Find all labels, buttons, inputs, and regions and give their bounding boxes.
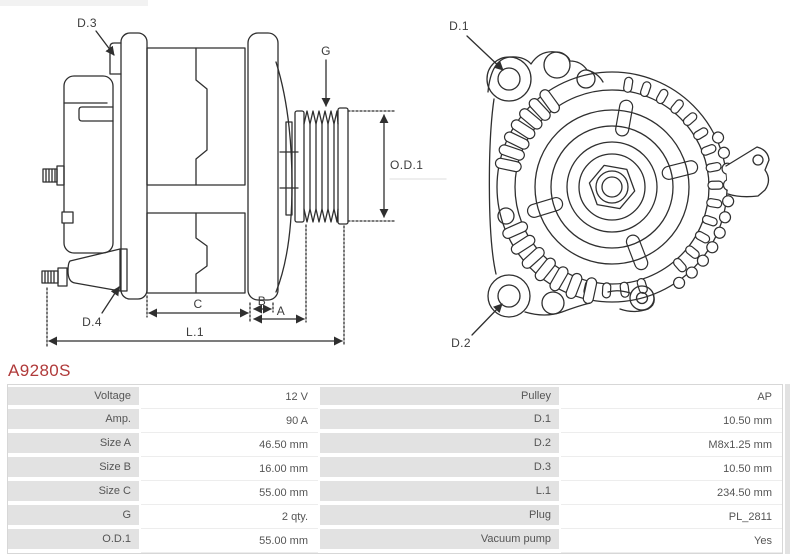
spec-label: D.3 [318, 457, 561, 481]
spec-label: Vacuum pump [318, 529, 561, 553]
leader-d4 [101, 286, 120, 314]
spec-label: D.2 [318, 433, 561, 457]
table-row: Amp. 90 A D.1 10.50 mm [8, 409, 782, 433]
mounting-hole-d2 [497, 284, 521, 308]
leader-d1 [466, 35, 504, 71]
threaded-stud-upper [42, 165, 65, 186]
table-row: Voltage 12 V Pulley AP [8, 385, 782, 409]
dim-label-d4: D.4 [82, 315, 102, 329]
pulley [294, 107, 349, 225]
technical-diagram: D.3 G O.D.1 D.4 C B A L.1 [41, 16, 770, 350]
part-number: A9280S [8, 361, 71, 380]
spec-value: AP [561, 385, 782, 409]
dim-label-g: G [321, 44, 331, 58]
adjusting-lug [725, 146, 770, 198]
spec-value: 46.50 mm [141, 433, 318, 457]
dim-label-od1: O.D.1 [390, 158, 423, 172]
spec-value: 12 V [141, 385, 318, 409]
table-edge-strip [785, 384, 790, 554]
spec-label: Size A [8, 433, 141, 457]
spec-value: 55.00 mm [141, 529, 318, 553]
spec-value: 16.00 mm [141, 457, 318, 481]
rear-bracket [109, 32, 148, 300]
dim-label-l1: L.1 [186, 325, 204, 339]
extension-lines [46, 224, 345, 347]
housing-ring [496, 71, 770, 303]
spec-label: Size C [8, 481, 141, 505]
dim-label-d2: D.2 [451, 336, 471, 350]
spec-value: PL_2811 [561, 505, 782, 529]
mounting-hole-d1 [497, 67, 521, 91]
rear-housing [61, 75, 114, 254]
dim-label-a: A [277, 304, 285, 318]
spec-value: 10.50 mm [561, 457, 782, 481]
scan-artifact [0, 0, 148, 6]
spec-label: Plug [318, 505, 561, 529]
pulley-hub [534, 109, 690, 265]
dim-label-c: C [193, 297, 202, 311]
table-row: O.D.1 55.00 mm Vacuum pump Yes [8, 529, 782, 553]
leader-d3 [95, 30, 115, 56]
dim-label-d3: D.3 [77, 16, 97, 30]
leader-d2 [471, 303, 503, 336]
spec-value: 2 qty. [141, 505, 318, 529]
alternator-front-view [466, 35, 770, 336]
spec-label: Size B [8, 457, 141, 481]
alternator-side-view [41, 30, 447, 347]
table-row: G 2 qty. Plug PL_2811 [8, 505, 782, 529]
table-row: Size B 16.00 mm D.3 10.50 mm [8, 457, 782, 481]
mounting-bracket [486, 51, 655, 318]
mounting-ear-d4 [41, 248, 128, 292]
spec-label: O.D.1 [8, 529, 141, 553]
alternator-drawing: D.3 G O.D.1 D.4 C B A L.1 [41, 16, 770, 350]
spec-label: L.1 [318, 481, 561, 505]
spec-label: D.1 [318, 409, 561, 433]
table-row: Size C 55.00 mm L.1 234.50 mm [8, 481, 782, 505]
spec-value: M8x1.25 mm [561, 433, 782, 457]
dim-label-b: B [258, 294, 266, 308]
dim-label-d1: D.1 [449, 19, 469, 33]
stator-body [146, 47, 246, 294]
table-row: Size A 46.50 mm D.2 M8x1.25 mm [8, 433, 782, 457]
spec-value: 10.50 mm [561, 409, 782, 433]
spec-value: 55.00 mm [141, 481, 318, 505]
dimension-od1 [347, 110, 396, 222]
spec-label: Amp. [8, 409, 141, 433]
spec-label: Voltage [8, 385, 141, 409]
spec-label: G [8, 505, 141, 529]
mounting-ear-d2 [487, 274, 531, 318]
spec-table: Voltage 12 V Pulley AP Amp. 90 A D.1 10.… [7, 384, 783, 554]
spec-label: Pulley [318, 385, 561, 409]
spec-value: 234.50 mm [561, 481, 782, 505]
mounting-ear-d1 [486, 56, 532, 102]
spec-value: Yes [561, 529, 782, 553]
spec-value: 90 A [141, 409, 318, 433]
